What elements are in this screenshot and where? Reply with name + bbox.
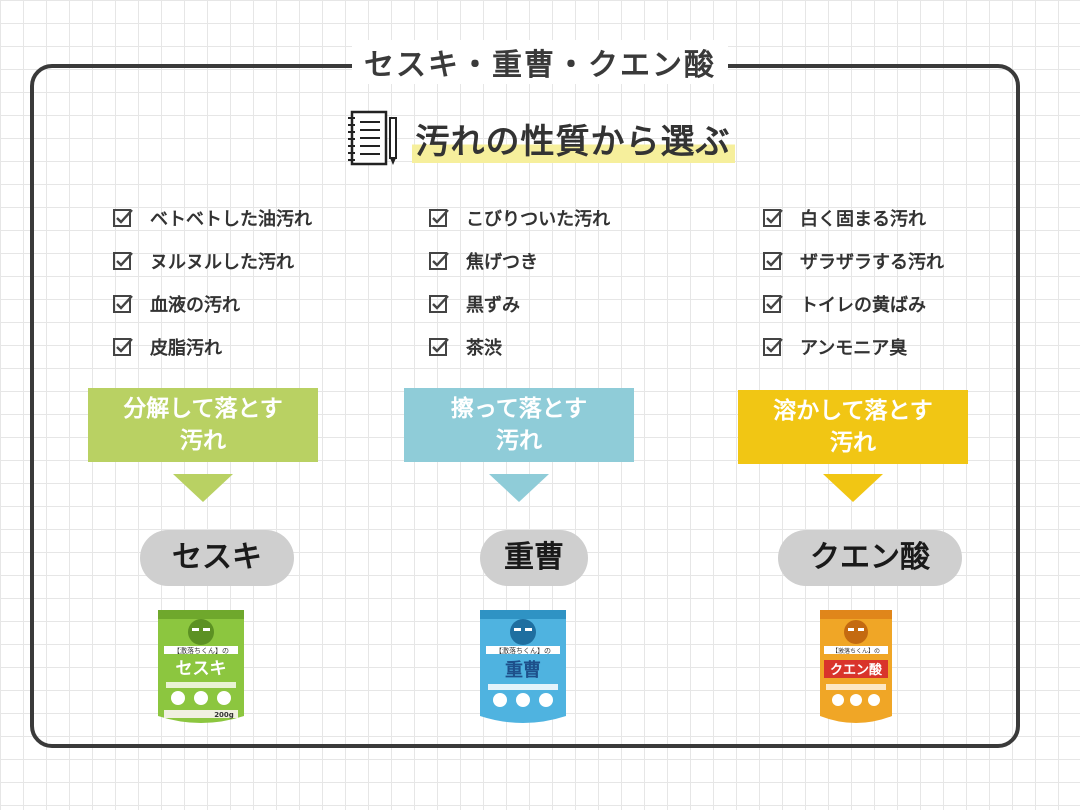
checkbox-checked-icon [113,294,133,313]
package-brand: 【激落ちくん】の [173,646,229,655]
page-title: セスキ・重曹・クエン酸 [352,40,728,84]
list-item: 血液の汚れ [112,282,388,325]
checkbox-checked-icon [429,337,449,356]
package-name: 重曹 [505,659,541,681]
checklist: こびりついた汚れ 焦げつき 黒ずみ 茶渋 [428,196,704,368]
checkbox-checked-icon [763,251,783,270]
list-item: 焦げつき [428,239,704,282]
product-name-pill: セスキ [140,530,294,586]
list-item-label: ヌルヌルした汚れ [150,251,294,273]
product-name-pill: クエン酸 [778,530,962,586]
list-item-label: 白く固まる汚れ [800,208,926,230]
down-arrow-icon [489,474,549,502]
list-item: こびりついた汚れ [428,196,704,239]
column-jyuso: こびりついた汚れ 焦げつき 黒ずみ 茶渋 擦って落とす 汚れ 重曹 【激落ちくん… [404,196,704,723]
package-brand: 【激落ちくん】の [495,646,551,655]
notebook-icon [347,110,397,166]
method-box: 擦って落とす 汚れ [404,388,634,462]
package-name: クエン酸 [830,662,883,678]
method-label-line2: 汚れ [496,428,542,454]
method-label-line1: 溶かして落とす [773,398,933,424]
method-box: 溶かして落とす 汚れ [738,390,968,464]
checklist: 白く固まる汚れ ザラザラする汚れ トイレの黄ばみ アンモニア臭 [762,196,1038,368]
list-item: 白く固まる汚れ [762,196,1038,239]
heading-text: 汚れの性質から選ぶ [411,113,735,163]
list-item-label: アンモニア臭 [800,337,908,359]
list-item: 茶渋 [428,325,704,368]
checkbox-checked-icon [429,251,449,270]
checkbox-checked-icon [763,294,783,313]
list-item-label: トイレの黄ばみ [800,294,926,316]
package-weight: 200g [214,711,234,719]
checkbox-checked-icon [113,251,133,270]
checklist: ベトベトした油汚れ ヌルヌルした汚れ 血液の汚れ 皮脂汚れ [112,196,388,368]
checkbox-checked-icon [113,208,133,227]
section-heading: 汚れの性質から選ぶ [0,108,1080,168]
checkbox-checked-icon [429,294,449,313]
method-label-line2: 汚れ [180,428,226,454]
list-item: トイレの黄ばみ [762,282,1038,325]
list-item-label: ベトベトした油汚れ [150,208,312,230]
column-citric-acid: 白く固まる汚れ ザラザラする汚れ トイレの黄ばみ アンモニア臭 溶かして落とす … [738,196,1038,723]
jyuso-package-image: 【激落ちくん】の 重曹 [480,610,566,723]
list-item-label: 焦げつき [466,251,538,273]
list-item-label: 血液の汚れ [150,294,240,316]
list-item: 皮脂汚れ [112,325,388,368]
list-item: 黒ずみ [428,282,704,325]
list-item: ヌルヌルした汚れ [112,239,388,282]
checkbox-checked-icon [113,337,133,356]
method-label-line1: 擦って落とす [450,396,588,422]
citric-acid-package-image: 【激落ちくん】の クエン酸 [820,610,892,723]
list-item-label: 黒ずみ [466,294,520,316]
list-item-label: 茶渋 [466,337,502,359]
package-brand: 【激落ちくん】の [832,647,880,655]
frame-title: セスキ・重曹・クエン酸 [0,40,1080,84]
list-item: アンモニア臭 [762,325,1038,368]
down-arrow-icon [823,474,883,502]
list-item: ベトベトした油汚れ [112,196,388,239]
product-name-pill: 重曹 [480,530,588,586]
list-item: ザラザラする汚れ [762,239,1038,282]
checkbox-checked-icon [429,208,449,227]
checkbox-checked-icon [763,337,783,356]
sesuki-package-image: 【激落ちくん】の セスキ 200g [158,610,244,723]
method-box: 分解して落とす 汚れ [88,388,318,462]
method-label-line1: 分解して落とす [123,396,283,422]
checkbox-checked-icon [763,208,783,227]
column-sesuki: ベトベトした油汚れ ヌルヌルした汚れ 血液の汚れ 皮脂汚れ 分解して落とす 汚れ… [88,196,388,723]
list-item-label: こびりついた汚れ [466,208,611,230]
method-label-line2: 汚れ [830,430,876,456]
down-arrow-icon [173,474,233,502]
package-name: セスキ [176,659,227,679]
list-item-label: 皮脂汚れ [150,337,222,359]
list-item-label: ザラザラする汚れ [800,251,944,273]
